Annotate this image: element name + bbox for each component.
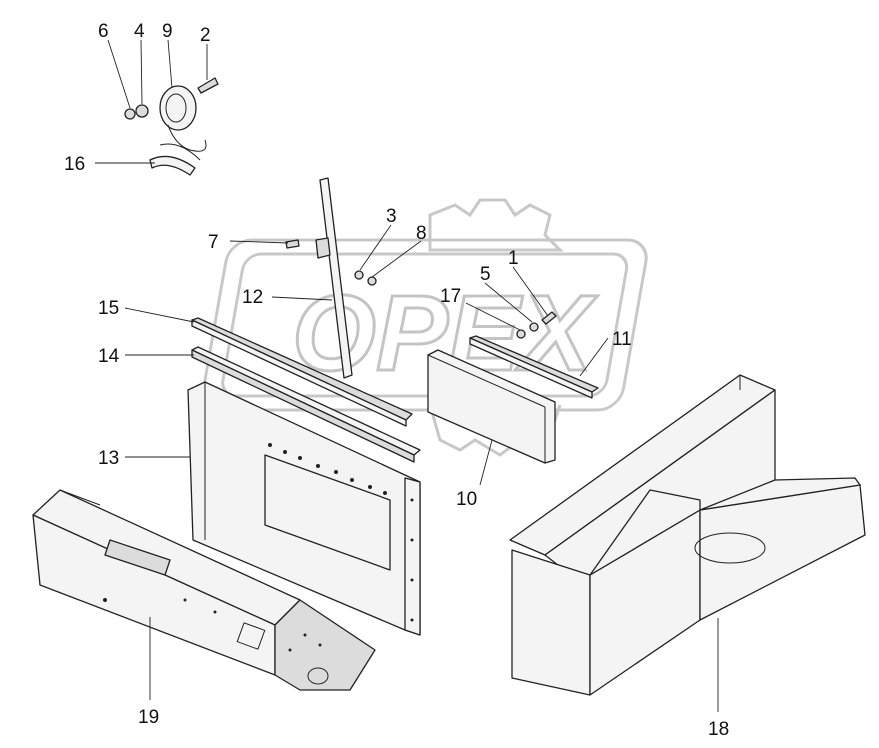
callout-5: 5 bbox=[480, 264, 491, 285]
callout-12: 12 bbox=[242, 287, 263, 308]
part-1-bolt bbox=[541, 311, 557, 325]
callout-14: 14 bbox=[98, 346, 120, 367]
part-8-washer bbox=[367, 276, 377, 286]
part-9-clamp-assembly bbox=[124, 77, 219, 176]
part-3-nut bbox=[354, 270, 364, 280]
callouts: 6 4 9 2 16 7 3 8 1 5 17 12 11 15 14 13 1… bbox=[64, 21, 729, 740]
part-6-nut bbox=[124, 108, 136, 120]
part-5-washer bbox=[529, 322, 539, 332]
callout-3: 3 bbox=[386, 206, 397, 227]
callout-17: 17 bbox=[440, 286, 461, 307]
callout-6: 6 bbox=[98, 21, 109, 42]
part-11-strip bbox=[469, 335, 599, 399]
callout-7: 7 bbox=[208, 232, 219, 253]
callout-15: 15 bbox=[98, 298, 119, 319]
part-19-housing bbox=[32, 489, 376, 691]
part-16-clip bbox=[149, 155, 196, 176]
leader-lines bbox=[95, 39, 719, 712]
watermark-gear-icon bbox=[428, 198, 564, 252]
callout-16: 16 bbox=[64, 154, 85, 175]
callout-8: 8 bbox=[416, 223, 427, 244]
callout-9: 9 bbox=[162, 21, 173, 42]
callout-2: 2 bbox=[200, 25, 211, 46]
callout-1: 1 bbox=[508, 248, 519, 269]
small-hardware bbox=[285, 239, 557, 339]
part-2-bolt bbox=[197, 77, 219, 94]
part-7-bolt bbox=[285, 239, 300, 249]
part-10-cover bbox=[427, 349, 556, 464]
callout-4: 4 bbox=[134, 21, 145, 42]
part-15-seal bbox=[191, 317, 413, 427]
part-17-nut bbox=[516, 329, 526, 339]
part-4-washer bbox=[135, 104, 149, 118]
callout-11: 11 bbox=[612, 329, 632, 350]
callout-13: 13 bbox=[98, 448, 119, 469]
callout-18: 18 bbox=[708, 719, 729, 740]
callout-19: 19 bbox=[138, 707, 159, 728]
callout-10: 10 bbox=[456, 489, 477, 510]
part-12-bracket bbox=[315, 177, 353, 379]
part-18-cabinet bbox=[509, 374, 866, 696]
part-13-panel bbox=[187, 381, 421, 636]
